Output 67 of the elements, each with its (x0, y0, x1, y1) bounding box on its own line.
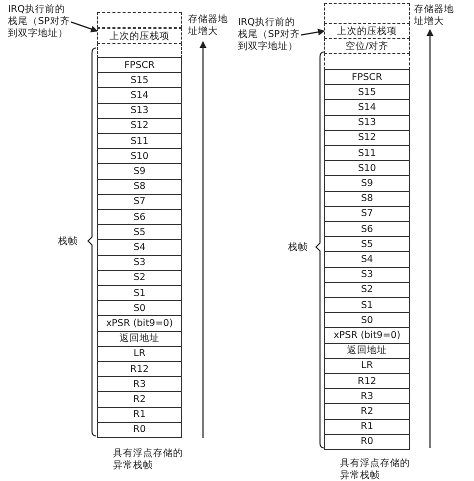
stack-cell: R0 (97, 422, 182, 438)
stack-cell: S3 (324, 266, 410, 283)
stack-cell: R1 (324, 418, 410, 435)
stack-cell: S10 (324, 160, 410, 176)
stack-cell: S13 (324, 114, 410, 131)
stack-cell: R0 (324, 434, 410, 450)
stack-cell: R12 (324, 373, 410, 390)
stack-cell: S7 (97, 194, 182, 210)
stack-cell: R1 (97, 406, 182, 423)
stack-cell: R3 (97, 376, 182, 392)
brace-label: 栈帧 (58, 236, 79, 248)
stack-cell: S0 (324, 312, 410, 328)
stack-cell: S6 (324, 221, 410, 238)
stack-cell: S13 (97, 102, 182, 119)
stack-cell: FPSCR (97, 57, 182, 74)
stack-cell: S12 (97, 118, 182, 134)
stack-cell: S2 (324, 282, 410, 298)
stack-cell: 上次的压栈项 (97, 28, 182, 44)
empty-slot (97, 43, 182, 58)
caption: 具有浮点存储的异常栈帧 (340, 458, 410, 481)
stack-cell: R12 (97, 361, 182, 378)
stack-cell: R2 (97, 391, 182, 408)
stack-cell: S4 (97, 239, 182, 256)
callout-text: IRQ执行前的栈尾（SP对齐到双字地址） (238, 17, 300, 53)
stack-cell: S7 (324, 206, 410, 222)
stack-cell: S5 (324, 236, 410, 252)
stack-cell: xPSR (bit9=0) (324, 327, 410, 344)
stack-cell: S8 (97, 178, 182, 195)
brace-label: 栈帧 (288, 242, 309, 254)
stack-cell: S14 (324, 99, 410, 116)
stack-cell: S6 (97, 209, 182, 226)
leader-arrow (70, 21, 98, 32)
empty-slot (324, 53, 410, 70)
caption: 具有浮点存储的异常栈帧 (113, 448, 183, 472)
leader-arrow (300, 28, 325, 36)
stack-cell: LR (324, 358, 410, 374)
axis-label: 存储器地址增大 (188, 14, 228, 38)
stack-cell: S2 (97, 270, 182, 286)
stack-cell: S8 (324, 190, 410, 207)
axis-label: 存储器地址增大 (414, 4, 454, 28)
stack-cell: S11 (324, 145, 410, 162)
stack-cell: S9 (97, 163, 182, 180)
empty-slot (97, 12, 182, 28)
empty-slot (324, 3, 410, 24)
stack-cell: R2 (324, 403, 410, 420)
stack-cell: S1 (97, 285, 182, 302)
stack-cell: S5 (97, 224, 182, 240)
stack-cell: S4 (324, 251, 410, 268)
stack-cell: S3 (97, 254, 182, 271)
callout-text: IRQ执行前的栈尾（SP对齐到双字地址） (8, 4, 70, 40)
stack-cell: S9 (324, 175, 410, 192)
stack-cell: xPSR (bit9=0) (97, 315, 182, 332)
stack-cell: S15 (324, 84, 410, 100)
stack-cell: 返回地址 (97, 330, 182, 347)
stack-cell: S10 (97, 148, 182, 164)
stack-cell: S11 (97, 133, 182, 150)
stack-cell: S15 (97, 72, 182, 88)
stack-cell: R3 (324, 388, 410, 404)
stack-cell: FPSCR (324, 69, 410, 86)
stack-cell: S12 (324, 130, 410, 146)
stack-cell: S0 (97, 300, 182, 316)
stack-cell: S1 (324, 297, 410, 314)
stack-cell: 上次的压栈项 (324, 23, 410, 39)
stack-cell: S14 (97, 87, 182, 104)
stack-cell: LR (97, 346, 182, 362)
stack-cell: 空位/对齐 (324, 38, 410, 54)
stack-cell: 返回地址 (324, 342, 410, 359)
